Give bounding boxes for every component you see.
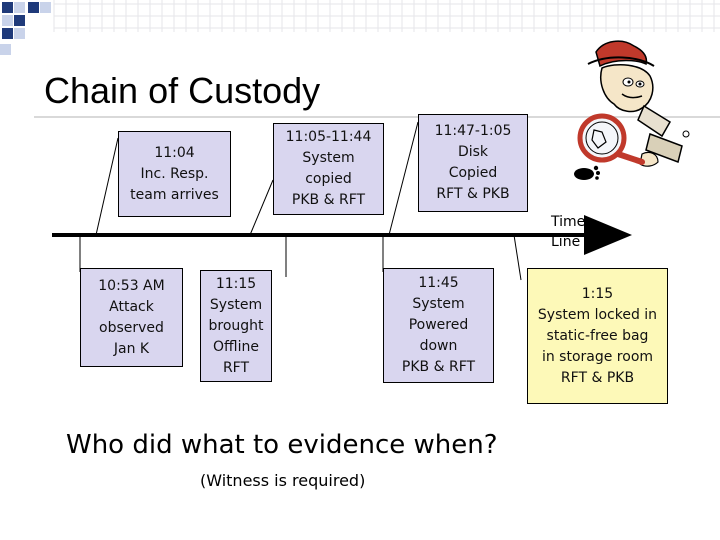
detective-with-magnifying-glass-icon — [574, 40, 690, 180]
time-line-label: Time Line — [551, 214, 586, 250]
corner-square-8 — [14, 28, 25, 39]
event-box-11-05: 11:05-11:44 System copied PKB & RFT — [273, 123, 384, 215]
event-box-1-15: 1:15 System locked in static-free bag in… — [527, 268, 668, 404]
corner-square-3 — [28, 2, 39, 13]
connector-11-04 — [95, 137, 119, 236]
event-box-10-53: 10:53 AM Attack observed Jan K — [80, 268, 183, 367]
corner-square-5 — [2, 15, 13, 26]
corner-square-9 — [0, 44, 11, 55]
slide-title: Chain of Custody — [44, 70, 321, 111]
event-box-11-45: 11:45 System Powered down PKB & RFT — [383, 268, 494, 383]
corner-square-4 — [40, 2, 51, 13]
connector-11-05 — [249, 179, 274, 236]
connector-11-47 — [388, 121, 419, 236]
witness-note: (Witness is required) — [200, 471, 366, 490]
corner-square-6 — [14, 15, 25, 26]
title-divider — [34, 116, 720, 118]
header-grid — [53, 0, 720, 32]
slide-question: Who did what to evidence when? — [66, 430, 498, 460]
event-box-11-47: 11:47-1:05 Disk Copied RFT & PKB — [418, 114, 528, 212]
connector-1-15 — [513, 234, 522, 281]
corner-square-7 — [2, 28, 13, 39]
corner-square-2 — [14, 2, 25, 13]
event-box-11-04: 11:04 Inc. Resp. team arrives — [118, 131, 231, 217]
corner-square-1 — [2, 2, 13, 13]
event-box-11-15: 11:15 System brought Offline RFT — [200, 270, 272, 382]
